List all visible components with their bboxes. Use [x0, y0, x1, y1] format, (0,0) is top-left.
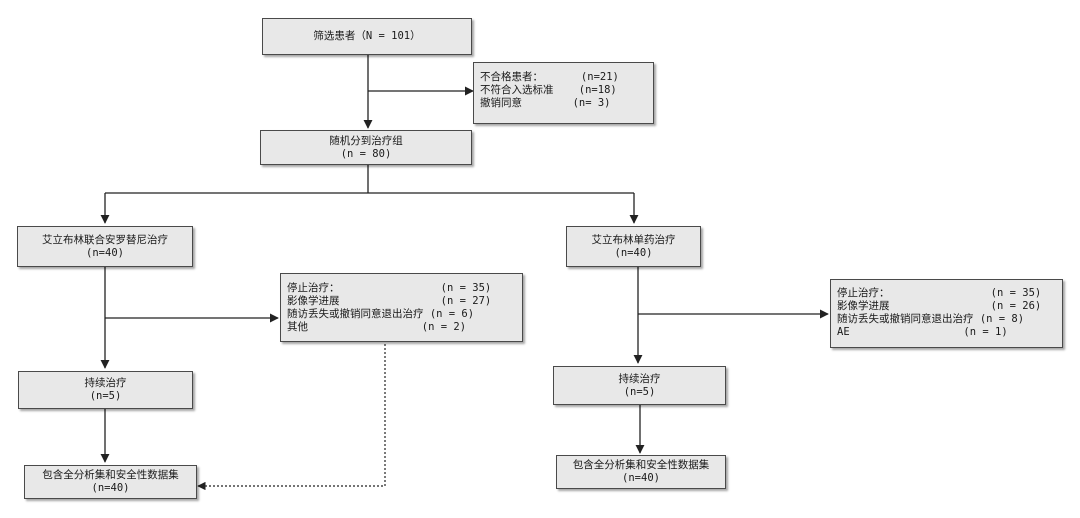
left-analysis-count: (n=40) [91, 482, 130, 494]
left-discontinued-row: 停止治疗： (n = 35) [287, 282, 492, 294]
left-continuing-title: 持续治疗 [84, 377, 127, 389]
left-analysis-box: 包含全分析集和安全性数据集 (n=40) [24, 465, 197, 499]
line-dotted-discontinued-to-analysis [197, 344, 386, 491]
excluded-box: 不合格患者： (n=21) 不符合入选标准 (n=18) 撤销同意 (n= 3) [473, 62, 654, 124]
right-analysis-count: (n=40) [622, 472, 660, 484]
excluded-row: 不符合入选标准 (n=18) [480, 84, 617, 96]
right-discontinued-box: 停止治疗： (n = 35) 影像学进展 (n = 26) 随访丢失或撤销同意退… [830, 279, 1063, 348]
right-arm-count: (n=40) [614, 246, 653, 259]
left-discontinued-row: 随访丢失或撤销同意退出治疗 (n = 6) [287, 308, 475, 320]
excluded-row: 撤销同意 (n= 3) [480, 97, 611, 109]
right-continuing-title: 持续治疗 [618, 372, 661, 385]
left-discontinued-row: 其他 (n = 2) [287, 321, 467, 333]
right-analysis-title: 包含全分析集和安全性数据集 [572, 459, 710, 471]
left-continuing-box: 持续治疗 (n=5) [18, 371, 193, 409]
right-arm-box: 艾立布林单药治疗 (n=40) [566, 226, 701, 267]
left-continuing-count: (n=5) [89, 390, 122, 402]
excluded-row: 不合格患者： (n=21) [480, 71, 619, 83]
left-analysis-title: 包含全分析集和安全性数据集 [42, 469, 179, 481]
left-arm-count: (n=40) [86, 246, 124, 259]
right-analysis-box: 包含全分析集和安全性数据集 (n=40) [556, 455, 726, 489]
left-discontinued-box: 停止治疗： (n = 35) 影像学进展 (n = 27) 随访丢失或撤销同意退… [280, 273, 523, 342]
right-discontinued-row: 停止治疗： (n = 35) [837, 287, 1042, 299]
left-arm-title: 艾立布林联合安罗替尼治疗 [42, 233, 168, 246]
right-continuing-count: (n=5) [623, 385, 656, 398]
left-arm-box: 艾立布林联合安罗替尼治疗 (n=40) [17, 226, 193, 267]
right-arm-title: 艾立布林单药治疗 [591, 233, 676, 246]
left-discontinued-row: 影像学进展 (n = 27) [287, 295, 492, 307]
randomized-count: (n = 80) [340, 147, 392, 160]
screening-box: 筛选患者（N = 101） [262, 18, 472, 55]
randomized-title: 随机分到治疗组 [329, 134, 403, 147]
right-discontinued-row: 随访丢失或撤销同意退出治疗 (n = 8) [837, 313, 1025, 325]
right-discontinued-row: 影像学进展 (n = 26) [837, 300, 1042, 312]
right-continuing-box: 持续治疗 (n=5) [553, 366, 726, 405]
randomized-box: 随机分到治疗组 (n = 80) [260, 130, 472, 165]
right-discontinued-row: AE (n = 1) [837, 326, 1008, 338]
screening-title: 筛选患者（N = 101） [313, 30, 421, 42]
